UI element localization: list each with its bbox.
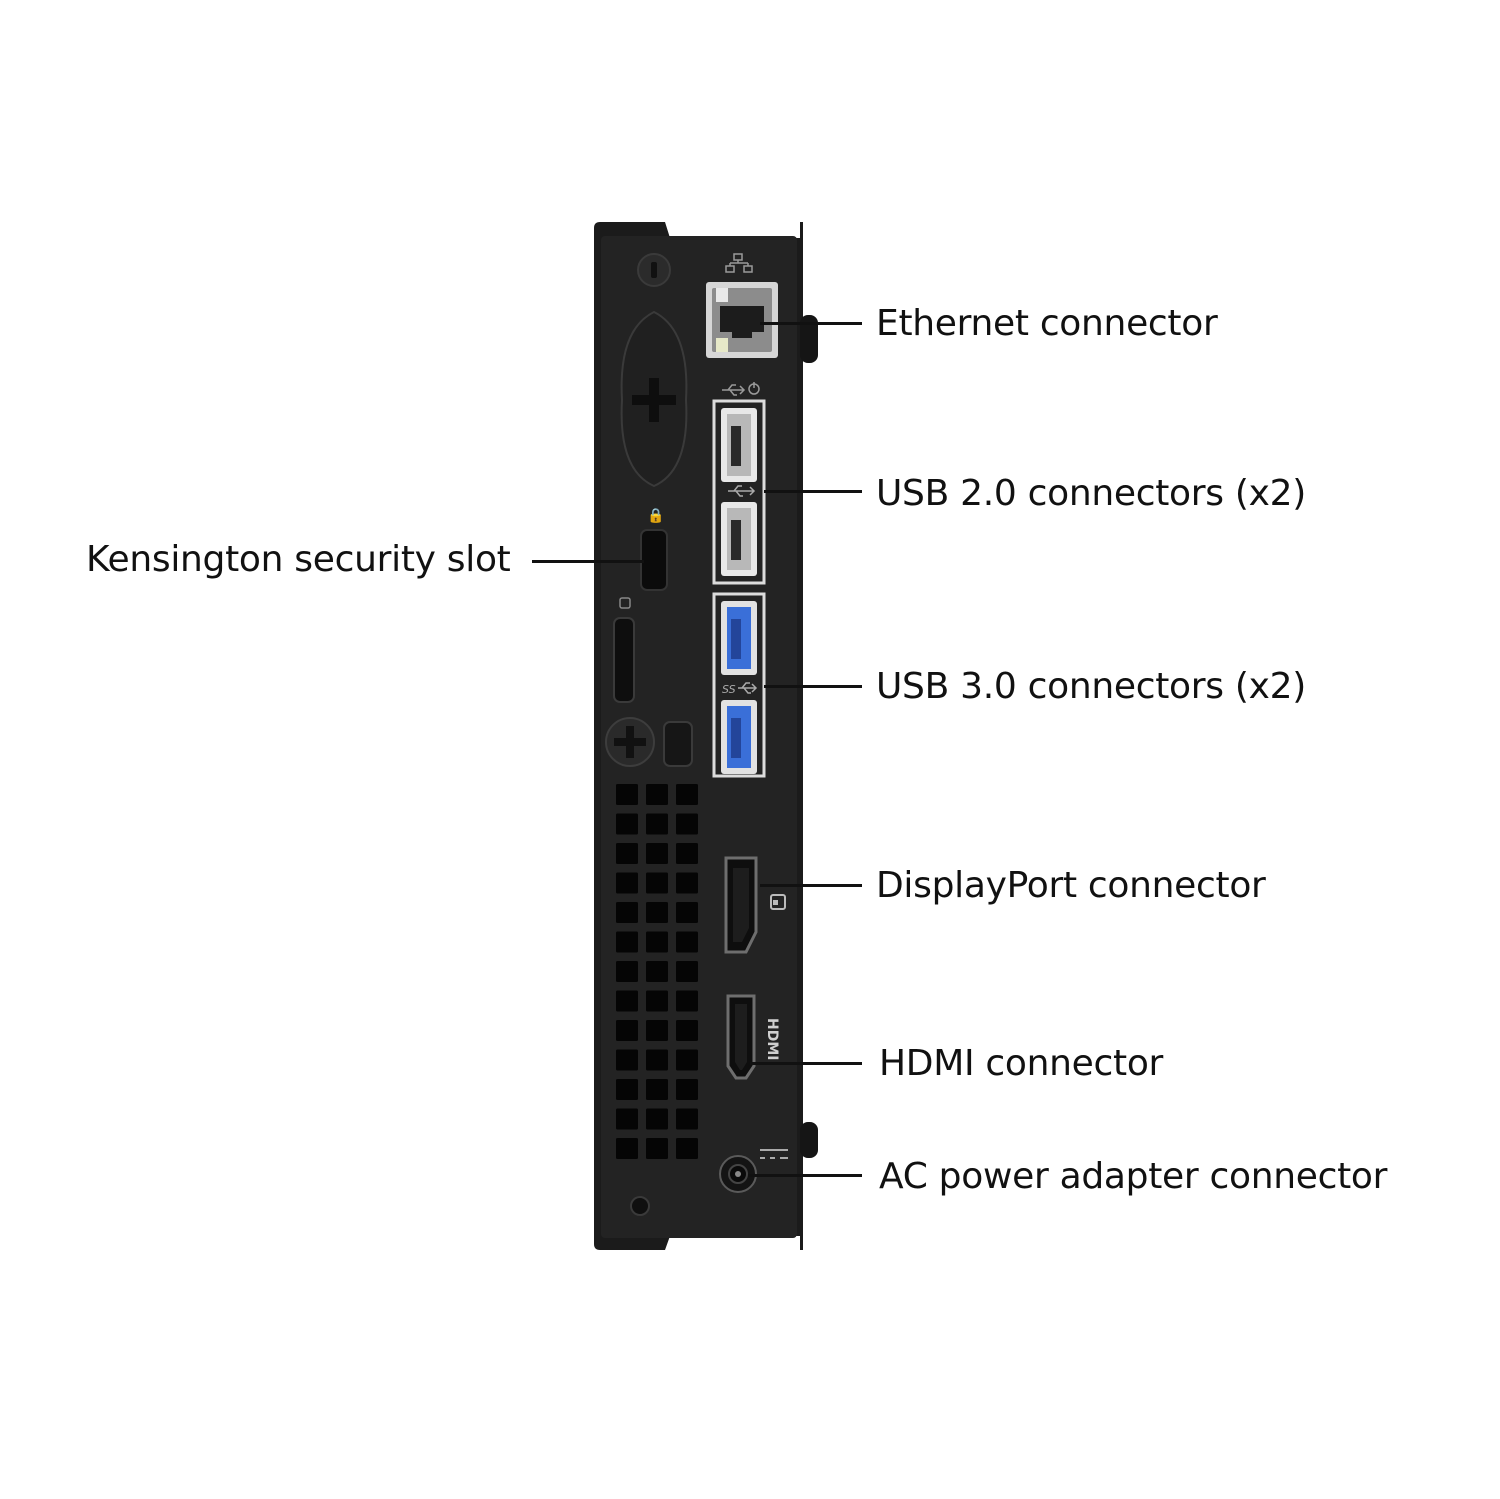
vent-slot [616,813,638,835]
vent-slot [676,872,698,894]
vent-slot [616,1138,638,1159]
vent-slot [646,1020,668,1041]
usb2-leader-line [764,490,862,493]
vent-slot [616,1108,638,1130]
vent-slot [646,961,668,982]
vent-slot [616,931,638,953]
vent-grille [616,784,698,1159]
usb3-label: USB 3.0 connectors (x2) [876,666,1306,707]
vent-slot [616,1049,638,1071]
displayport-leader-line [760,884,862,887]
vent-slot [646,813,668,835]
power-leader-line [748,1174,862,1177]
vent-slot [676,1108,698,1130]
vent-slot [616,990,638,1012]
vent-slot [616,1079,638,1100]
usb-power-icon [722,382,760,396]
vent-slot [646,872,668,894]
vent-slot [676,931,698,953]
chassis-screw-top-icon [637,253,671,287]
vent-slot [646,1108,668,1130]
ethernet-port [706,253,778,358]
vent-slot [646,1049,668,1071]
hdmi-label: HDMI connector [879,1043,1164,1084]
vent-slot [676,1049,698,1071]
vent-slot [646,990,668,1012]
superspeed-usb-icon: SS [722,682,758,696]
network-icon [725,253,753,273]
vent-slot [616,902,638,923]
usb2-label: USB 2.0 connectors (x2) [876,473,1306,514]
vent-slot [676,1138,698,1159]
vent-slot [646,1138,668,1159]
vent-slot [676,1079,698,1100]
thumb-screw-icon [605,717,693,767]
vent-slot [676,1020,698,1041]
vent-slot [676,784,698,805]
usb3-port-group: SS [712,592,766,778]
vent-slot [646,931,668,953]
vent-slot [676,961,698,982]
displayport-icon [770,894,786,910]
usb3-leader-line [764,685,862,688]
vent-slot [646,784,668,805]
usb-symbol-icon [728,485,756,497]
vent-slot [676,813,698,835]
vent-slot [676,902,698,923]
vent-slot [646,843,668,864]
ethernet-label: Ethernet connector [876,303,1218,344]
displayport-port [724,856,786,954]
vent-slot [616,843,638,864]
kensington-label: Kensington security slot [86,539,511,580]
vent-slot [616,872,638,894]
power-label: AC power adapter connector [879,1156,1388,1197]
hdmi-port: HDMI [726,994,780,1080]
hdmi-marking: HDMI [764,1018,780,1060]
vent-slot [646,1079,668,1100]
dc-power-icon [760,1149,788,1159]
svg-text:SS: SS [722,683,736,696]
ethernet-leader-line [760,322,862,325]
chassis-screw-bottom-icon [630,1196,650,1216]
padlock-loop [613,597,635,703]
kensington-leader-line [532,560,644,563]
vent-slot [616,1020,638,1041]
vent-slot [676,843,698,864]
expansion-knockout [620,310,688,488]
vent-slot [646,902,668,923]
svg-text:🔒: 🔒 [647,508,664,524]
hdmi-leader-line [750,1062,862,1065]
vent-slot [616,961,638,982]
displayport-label: DisplayPort connector [876,865,1266,906]
vent-slot [616,784,638,805]
vent-slot [676,990,698,1012]
